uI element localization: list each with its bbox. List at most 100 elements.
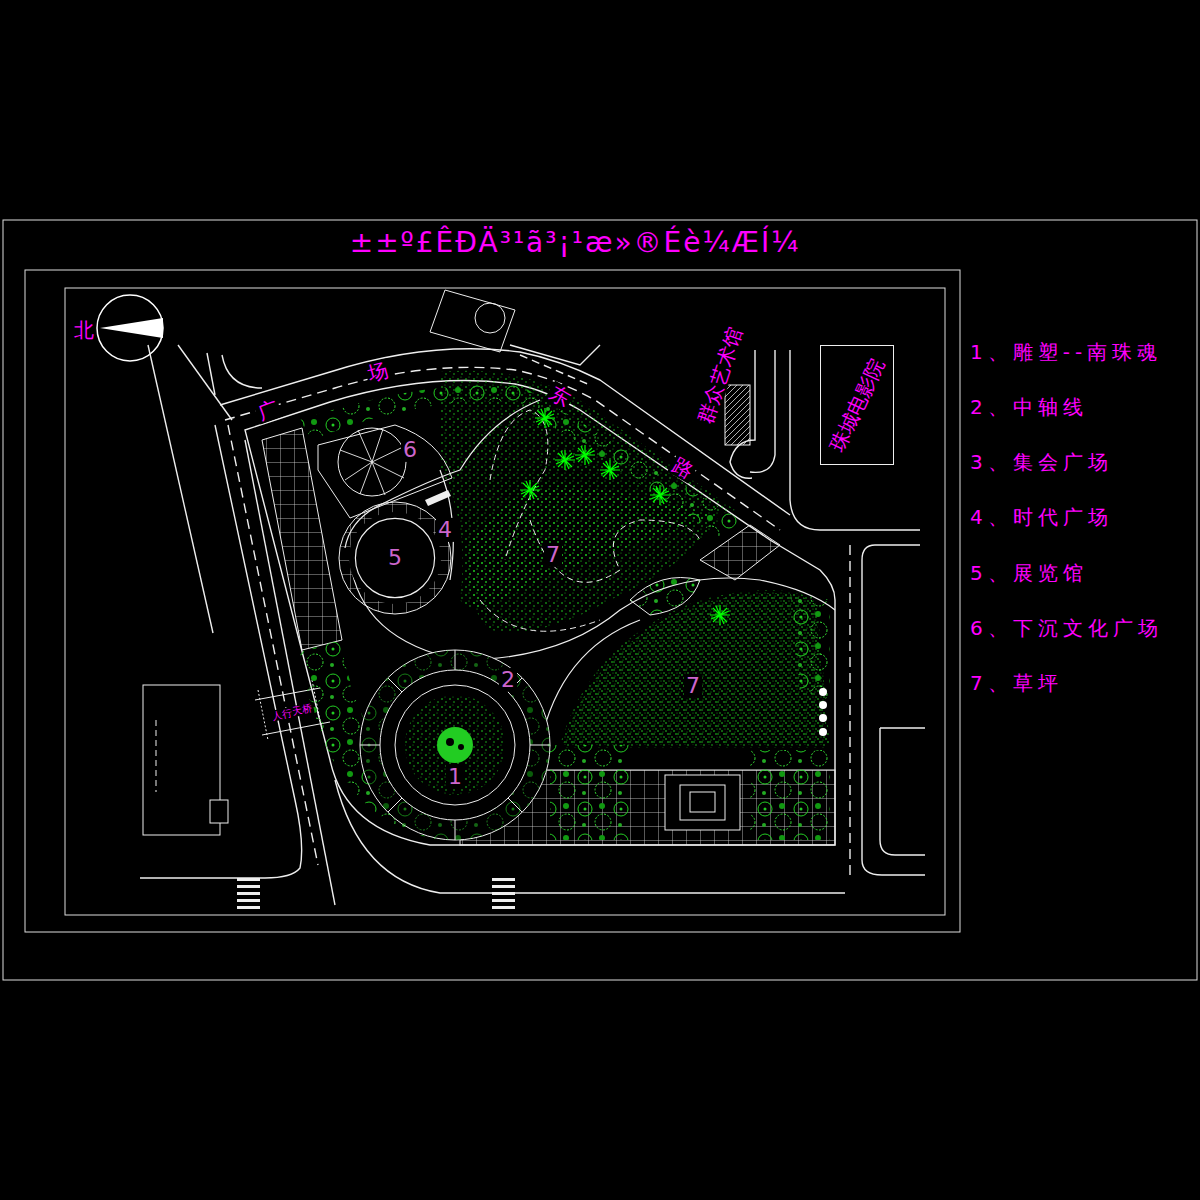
callout-number: 1 — [446, 765, 464, 789]
key-item: 3、集会广场 — [970, 451, 1113, 473]
map-path — [862, 545, 925, 875]
map-g — [819, 688, 827, 736]
map-path — [480, 600, 600, 631]
map-rect — [65, 288, 945, 915]
map-path — [360, 650, 550, 840]
map-circle — [819, 701, 827, 709]
map-rect — [492, 885, 515, 888]
node-label: 珠城电影院 — [825, 353, 889, 457]
map-rect — [550, 745, 630, 840]
map-rect — [25, 270, 960, 932]
map-path — [156, 720, 157, 792]
map-rect — [725, 385, 750, 445]
callout-number: 2 — [499, 668, 517, 692]
map-g — [140, 345, 925, 905]
map-rect — [237, 899, 260, 902]
map-g — [3, 220, 1197, 980]
callout-number: 7 — [684, 674, 702, 698]
plan-title: ±±º£ÊÐÄ³¹ã³¡¹æ»®Éè¼ÆÍ¼ — [350, 228, 801, 259]
map-circle — [360, 650, 550, 840]
node-label: 5 — [386, 546, 404, 570]
callout-number: 6 — [401, 438, 419, 462]
street-name: 广 — [253, 396, 283, 425]
map-circle — [446, 738, 454, 746]
map-circle — [97, 295, 163, 361]
map-circle — [339, 502, 451, 614]
map-rect — [492, 906, 515, 909]
map-rect — [237, 885, 260, 888]
map-rect — [237, 878, 260, 881]
map-circle — [360, 650, 550, 840]
street-name: 场 — [364, 358, 393, 385]
map-rect — [680, 785, 725, 820]
map-circle — [349, 512, 441, 604]
bridge-name: 人行天桥 — [269, 702, 314, 722]
map-circle — [405, 695, 505, 795]
key-item: 6、下沉文化广场 — [970, 617, 1163, 639]
map-rect — [665, 775, 740, 830]
map-path — [880, 728, 925, 855]
map-g — [340, 429, 404, 495]
hall-circle — [355, 518, 434, 597]
cinema-building: 珠城电影院 — [820, 345, 894, 465]
key-item: 5、展览馆 — [970, 562, 1088, 584]
map-rect — [3, 220, 1197, 980]
map-circle — [458, 744, 464, 750]
map-use — [575, 445, 595, 465]
map-rect — [210, 800, 228, 823]
map-circle — [819, 688, 827, 696]
key-item: 2、中轴线 — [970, 396, 1088, 418]
map-polygon — [425, 490, 451, 506]
map-path — [340, 429, 404, 495]
map-circle — [819, 728, 827, 736]
map-path — [490, 410, 548, 560]
map-polygon — [430, 290, 515, 352]
map-path — [790, 350, 920, 530]
map-rect — [143, 685, 220, 835]
map-path — [510, 345, 600, 365]
map-rect — [237, 906, 260, 909]
map-circle — [380, 670, 530, 820]
map-path — [207, 353, 215, 395]
key-item: 7、草坪 — [970, 672, 1063, 694]
callout-number: 7 — [544, 543, 562, 567]
map-use — [710, 605, 730, 625]
map-circle — [437, 727, 473, 763]
map-use — [600, 460, 620, 480]
map-circle — [819, 714, 827, 722]
map-path — [630, 578, 700, 616]
map-path — [750, 350, 775, 472]
map-path — [178, 345, 232, 420]
map-path — [790, 590, 830, 700]
map-rect — [492, 899, 515, 902]
map-rect — [237, 892, 260, 895]
map-path — [540, 620, 640, 745]
map-path — [530, 520, 700, 582]
map-rect — [492, 878, 515, 881]
exhibition-hall: 5 — [350, 513, 440, 603]
map-g — [237, 878, 515, 909]
key-item: 4、时代广场 — [970, 506, 1113, 528]
map-polygon — [262, 428, 342, 650]
key-item: 1、雕塑--南珠魂 — [970, 341, 1162, 363]
map-polygon — [100, 318, 163, 338]
callout-number: 4 — [436, 518, 454, 542]
map-circle — [395, 685, 515, 805]
map-use — [650, 485, 670, 505]
map-path — [222, 355, 262, 388]
map-rect — [750, 750, 830, 840]
map-path — [562, 593, 830, 748]
map-circle — [338, 428, 406, 496]
map-use — [555, 450, 575, 470]
map-path — [148, 345, 213, 633]
map-g — [480, 410, 700, 631]
map-rect — [690, 792, 715, 812]
map-use — [535, 408, 555, 428]
map-path — [849, 545, 850, 875]
map-g — [360, 650, 550, 840]
map-rect — [492, 892, 515, 895]
map-circle — [475, 303, 505, 333]
map-polygon — [700, 525, 780, 580]
